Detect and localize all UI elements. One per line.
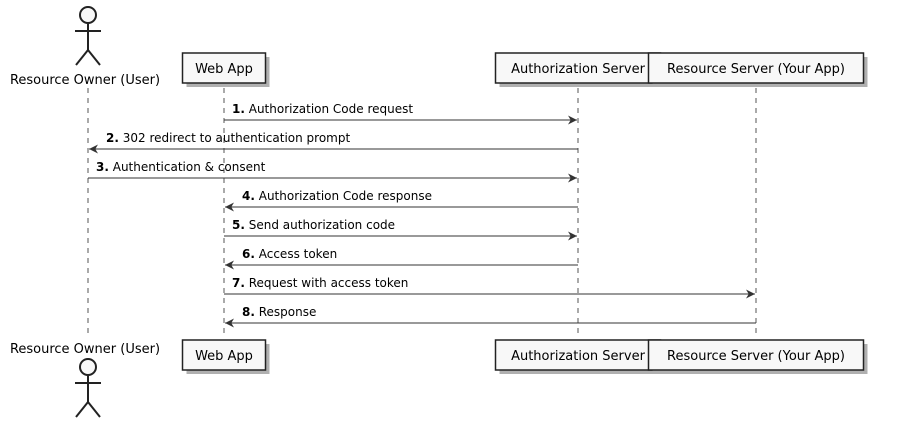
message-2: 2. 302 redirect to authentication prompt: [89, 131, 578, 154]
message-6: 6. Access token: [225, 247, 578, 270]
message-label: 5. Send authorization code: [232, 218, 395, 232]
participant-label: Resource Server (Your App): [667, 349, 845, 364]
message-label: 7. Request with access token: [232, 276, 408, 290]
message-number: 7.: [232, 276, 245, 290]
box-frame: [181, 339, 267, 371]
message-text: Authorization Code request: [245, 102, 413, 116]
message-number: 6.: [242, 247, 255, 261]
participant-label: Resource Owner (User): [10, 342, 160, 357]
box-frame: [494, 52, 662, 84]
message-text: Access token: [255, 247, 337, 261]
actor-user-bottom: Resource Owner (User): [10, 342, 160, 418]
message-number: 2.: [106, 131, 119, 145]
participant-box-rs-top: Resource Server (Your App): [647, 52, 868, 87]
message-number: 8.: [242, 305, 255, 319]
message-label: 6. Access token: [242, 247, 337, 261]
box-frame: [647, 52, 865, 84]
participant-label: Resource Owner (User): [10, 73, 160, 88]
message-number: 1.: [232, 102, 245, 116]
message-5: 5. Send authorization code: [224, 218, 577, 241]
message-label: 8. Response: [242, 305, 316, 319]
actor-figure-icon: [75, 358, 101, 418]
message-label: 1. Authorization Code request: [232, 102, 413, 116]
box-frame: [647, 339, 865, 371]
message-text: Response: [255, 305, 316, 319]
message-7: 7. Request with access token: [224, 276, 755, 299]
message-number: 5.: [232, 218, 245, 232]
message-text: Request with access token: [245, 276, 408, 290]
box-frame: [494, 339, 662, 371]
message-number: 3.: [96, 160, 109, 174]
participant-box-auth-bottom: Authorization Server: [494, 339, 665, 374]
message-number: 4.: [242, 189, 255, 203]
participant-label: Web App: [195, 62, 253, 77]
participant-label: Resource Server (Your App): [667, 62, 845, 77]
participant-label: Authorization Server: [511, 349, 645, 364]
message-text: Send authorization code: [245, 218, 395, 232]
message-label: 3. Authentication & consent: [96, 160, 266, 174]
message-3: 3. Authentication & consent: [88, 160, 577, 183]
actor-figure-icon: [75, 6, 101, 66]
participant-label: Authorization Server: [511, 62, 645, 77]
box-frame: [181, 52, 267, 84]
message-8: 8. Response: [225, 305, 756, 328]
message-label: 4. Authorization Code response: [242, 189, 432, 203]
message-text: Authorization Code response: [255, 189, 432, 203]
participant-label: Web App: [195, 349, 253, 364]
message-label: 2. 302 redirect to authentication prompt: [106, 131, 350, 145]
participant-box-web-top: Web App: [181, 52, 270, 87]
message-4: 4. Authorization Code response: [225, 189, 578, 212]
actor-user-top: Resource Owner (User): [10, 6, 160, 88]
participant-box-rs-bottom: Resource Server (Your App): [647, 339, 868, 374]
message-text: 302 redirect to authentication prompt: [119, 131, 351, 145]
participant-box-auth-top: Authorization Server: [494, 52, 665, 87]
message-text: Authentication & consent: [109, 160, 266, 174]
participant-box-web-bottom: Web App: [181, 339, 270, 374]
message-1: 1. Authorization Code request: [224, 102, 577, 125]
